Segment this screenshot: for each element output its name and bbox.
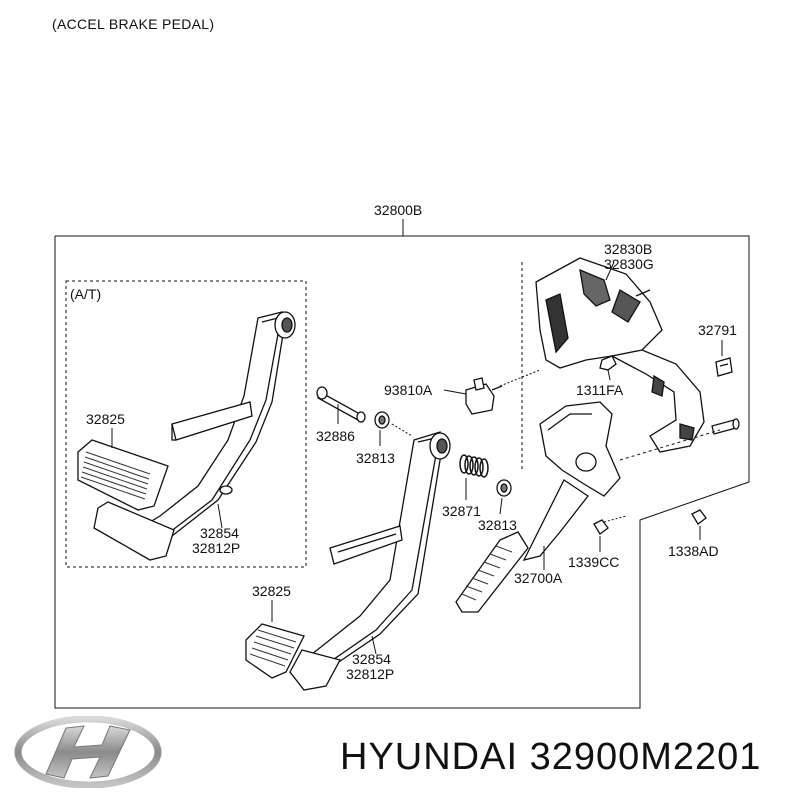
label-accel-pedal: 32700A [514,570,563,586]
label-at-group: (A/T) [70,286,101,302]
return-spring-drawing [459,454,489,478]
label-switch: 93810A [384,382,433,398]
bushing-upper-drawing [374,411,390,429]
label-bushing-lower: 32813 [478,517,517,533]
label-clip: 32791 [698,322,737,338]
leader-pin-to-pedal [391,423,413,437]
label-pad-at: 32825 [86,411,125,427]
leader-cover-at [217,503,223,529]
hyundai-logo-icon [14,716,162,788]
label-bushing-upper: 32813 [356,450,395,466]
diagram-caption: (ACCEL BRAKE PEDAL) [52,16,215,32]
label-pad-main: 32825 [252,583,291,599]
leader-switch [443,389,467,395]
bracket-nut-drawing [599,355,617,371]
part-number-title: HYUNDAI 32900M2201 [340,736,762,778]
pad-grip-lines-at [80,451,151,500]
at-group-box [65,280,307,568]
pedal-bracket-drawing [535,257,705,453]
leader-switch-to-bracket [499,369,541,387]
label-bracket-1: 32830B [604,241,652,257]
label-pedal-main: 32812P [346,666,394,682]
clip-drawing [715,357,733,377]
label-cover-main: 32854 [352,651,391,667]
label-nut-bracket: 1311FA [576,382,624,398]
assembly-frame [54,235,750,709]
accel-pedal-drawing [455,401,621,613]
label-nut-accel: 1339CC [568,554,619,570]
pad-grip-lines-main [249,629,297,667]
pivot-pin-drawing [316,386,366,423]
accel-nut-drawing [593,519,609,535]
label-nut-side: 1338AD [668,543,719,559]
brake-pedal-at-drawing [77,311,296,561]
leader-bracket [605,261,615,281]
leader-cover-main [371,635,377,655]
accel-pad-lines [461,545,513,601]
stop-lamp-switch-drawing [465,377,503,415]
label-spring: 32871 [442,503,481,519]
brake-pedal-main-drawing [245,431,451,691]
label-cover-at: 32854 [200,525,239,541]
bracket-bolt-drawing [711,418,740,435]
label-pin: 32886 [316,428,355,444]
label-pedal-at: 32812P [192,540,240,556]
leader-nut-accel-guide [603,515,627,523]
side-nut-drawing [691,509,707,525]
leader-nut-bracket [607,369,611,381]
bushing-lower-drawing [496,479,512,497]
label-bracket-2: 32830G [604,256,654,272]
leader-bushing-lower [499,497,503,515]
label-32800B: 32800B [374,202,422,218]
